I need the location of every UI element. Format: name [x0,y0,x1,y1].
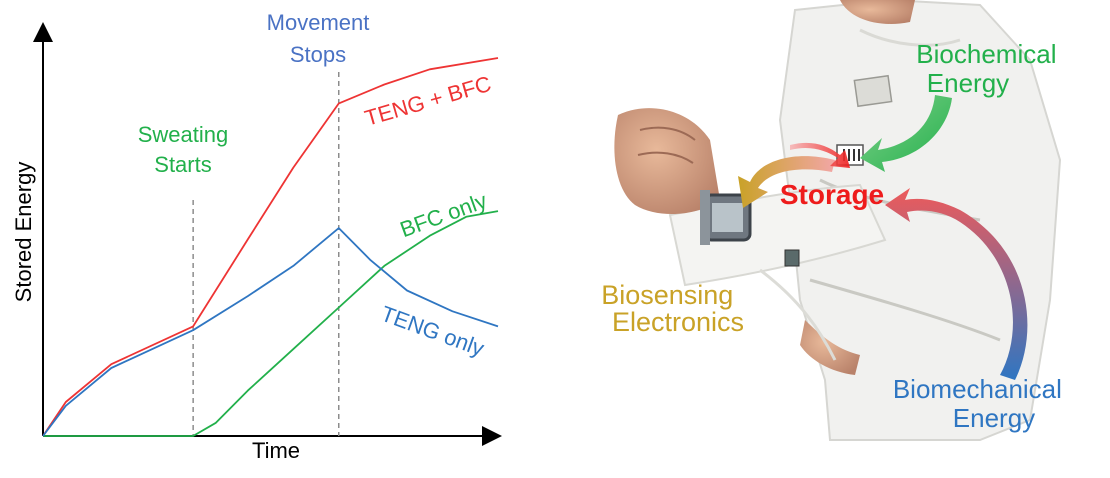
storage-inflow-arrow [790,142,850,168]
smartwatch [700,190,752,245]
series-label-0: TENG + BFC [362,71,494,131]
series-line-0 [42,57,499,437]
series-line-2 [42,227,499,437]
storage-to-electronics-arrow [738,156,835,208]
series-group [42,57,499,437]
neck [840,0,915,24]
y-axis-label: Stored Energy [11,162,36,303]
series-label-2: TENG only [378,301,488,361]
series-label-1: BFC only [397,188,491,242]
storage-label: Storage [780,179,884,210]
series-line-1 [43,210,499,437]
fist [614,108,720,215]
biomechanical-arrow [885,188,1028,380]
biochemical-arrow [860,95,952,172]
biomechanical-energy-label: Biomechanical Energy [893,374,1069,433]
biosensing-electronics-label: Biosensing Electronics [601,280,744,337]
wearable-shirt-illustration: Biochemical Energy Storage Biosensing El… [601,0,1069,441]
x-axis-label: Time [252,438,300,463]
biochemical-energy-label: Biochemical Energy [916,39,1063,98]
